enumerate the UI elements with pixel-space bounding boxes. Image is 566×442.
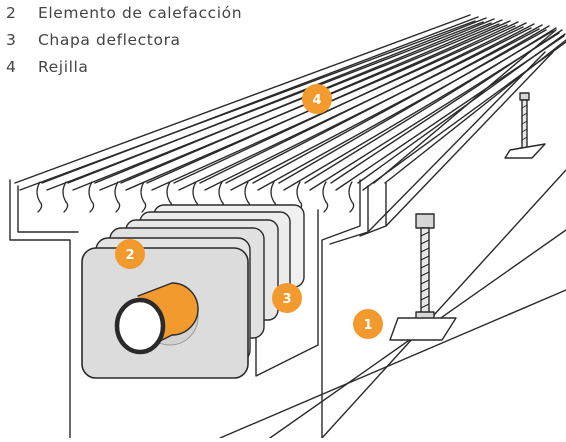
heating-element (81, 204, 305, 379)
callouts: 1 2 3 4 (115, 84, 383, 339)
callout-3-label: 3 (282, 292, 291, 307)
callout-1-label: 1 (363, 318, 372, 333)
legend-item: 2 Elemento de calefacción (6, 0, 242, 27)
legend-item-label: Elemento de calefacción (38, 4, 243, 22)
legend-item-number: 2 (6, 4, 17, 22)
legend-item: 3 Chapa deflectora (6, 27, 242, 54)
legend-item-number: 3 (6, 31, 17, 49)
callout-4: 4 (302, 84, 332, 114)
callout-3: 3 (272, 283, 302, 313)
grille (14, 14, 566, 191)
legend-item-label: Chapa deflectora (38, 31, 181, 49)
legend-item-label: Rejilla (38, 58, 89, 76)
legend-item: 4 Rejilla (6, 54, 242, 81)
legend: 2 Elemento de calefacción 3 Chapa deflecto… (6, 0, 242, 81)
callout-2: 2 (115, 239, 145, 269)
callout-2-label: 2 (125, 248, 134, 263)
mounting-bolts (389, 92, 546, 341)
legend-item-number: 4 (6, 58, 17, 76)
callout-4-label: 4 (312, 93, 321, 108)
callout-1: 1 (353, 309, 383, 339)
